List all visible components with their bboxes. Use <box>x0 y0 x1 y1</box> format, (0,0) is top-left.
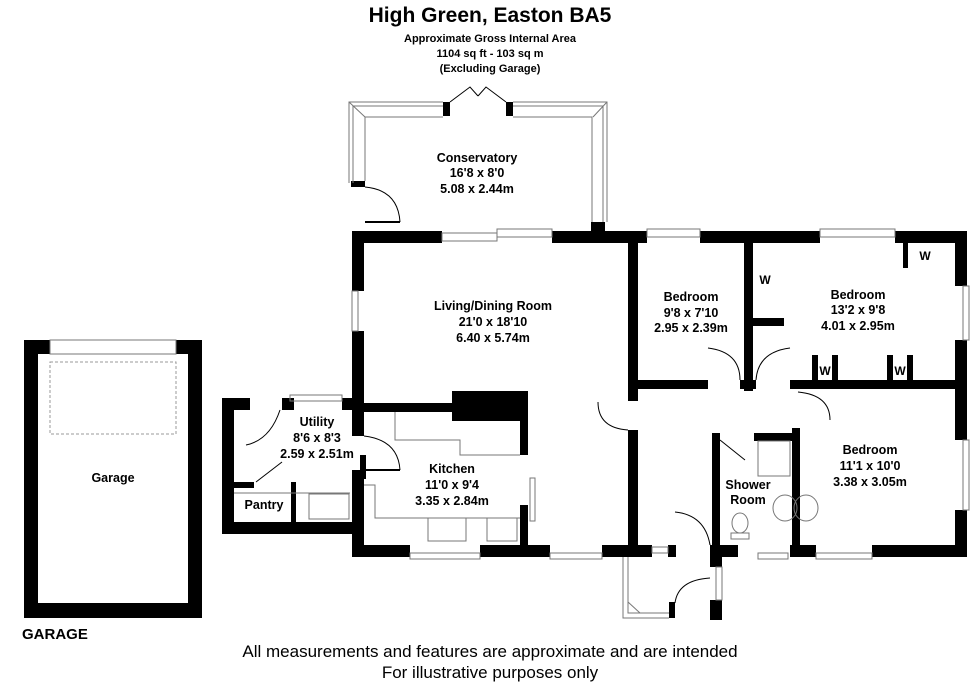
room-living-dining: Living/Dining Room 21'0 x 18'10 6.40 x 5… <box>434 299 552 345</box>
room-metric: 2.59 x 2.51m <box>280 447 354 461</box>
room-kitchen: Kitchen 11'0 x 9'4 3.35 x 2.84m <box>415 462 489 508</box>
wardrobe-label: W <box>759 273 771 287</box>
room-pantry: Pantry <box>245 498 284 512</box>
room-metric: 6.40 x 5.74m <box>456 331 530 345</box>
room-shower: Shower Room <box>725 478 770 507</box>
walls <box>24 102 967 620</box>
garage-caption: GARAGE <box>22 626 88 643</box>
room-bedroom-1: Bedroom 9'8 x 7'10 2.95 x 2.39m <box>654 290 728 335</box>
room-metric: 3.35 x 2.84m <box>415 494 489 508</box>
room-imperial: 8'6 x 8'3 <box>293 431 341 445</box>
windows-and-frames <box>49 101 970 619</box>
area-label: Approximate Gross Internal Area <box>404 33 576 45</box>
room-metric: 5.08 x 2.44m <box>440 182 514 196</box>
room-utility: Utility 8'6 x 8'3 2.59 x 2.51m <box>280 415 354 461</box>
room-name: Utility <box>300 415 335 429</box>
room-imperial: 11'0 x 9'4 <box>425 478 479 492</box>
room-name: Kitchen <box>429 462 475 476</box>
room-name: Bedroom <box>831 288 886 302</box>
room-name: Pantry <box>245 498 284 512</box>
room-name: Bedroom <box>843 443 898 457</box>
disclaimer-line-2: For illustrative purposes only <box>381 663 599 682</box>
area-value: 1104 sq ft - 103 sq m <box>436 48 544 60</box>
room-name-line2: Room <box>730 493 765 507</box>
room-metric: 3.38 x 3.05m <box>833 475 907 489</box>
room-metric: 4.01 x 2.95m <box>821 319 895 333</box>
room-conservatory: Conservatory 16'8 x 8'0 5.08 x 2.44m <box>437 151 518 196</box>
room-imperial: 11'1 x 10'0 <box>840 459 901 473</box>
wardrobe-label: W <box>919 249 931 263</box>
room-name: Living/Dining Room <box>434 299 552 313</box>
room-garage: Garage <box>91 471 134 485</box>
disclaimer-line-1: All measurements and features are approx… <box>242 642 738 661</box>
plan-title: High Green, Easton BA5 <box>368 4 612 27</box>
room-metric: 2.95 x 2.39m <box>654 321 728 335</box>
room-imperial: 9'8 x 7'10 <box>664 306 719 320</box>
room-imperial: 21'0 x 18'10 <box>459 315 528 329</box>
room-imperial: 13'2 x 9'8 <box>831 303 886 317</box>
area-note: (Excluding Garage) <box>439 63 541 75</box>
room-bedroom-3: Bedroom 11'1 x 10'0 3.38 x 3.05m <box>833 443 907 489</box>
room-name: Bedroom <box>664 290 719 304</box>
wardrobe-label: W <box>894 364 906 378</box>
room-bedroom-2: Bedroom 13'2 x 9'8 4.01 x 2.95m <box>821 288 895 333</box>
room-imperial: 16'8 x 8'0 <box>450 166 505 180</box>
room-name: Conservatory <box>437 151 518 165</box>
wardrobe-label: W <box>819 364 831 378</box>
doors <box>245 86 831 604</box>
room-name-line1: Shower <box>725 478 770 492</box>
room-name: Garage <box>91 471 134 485</box>
